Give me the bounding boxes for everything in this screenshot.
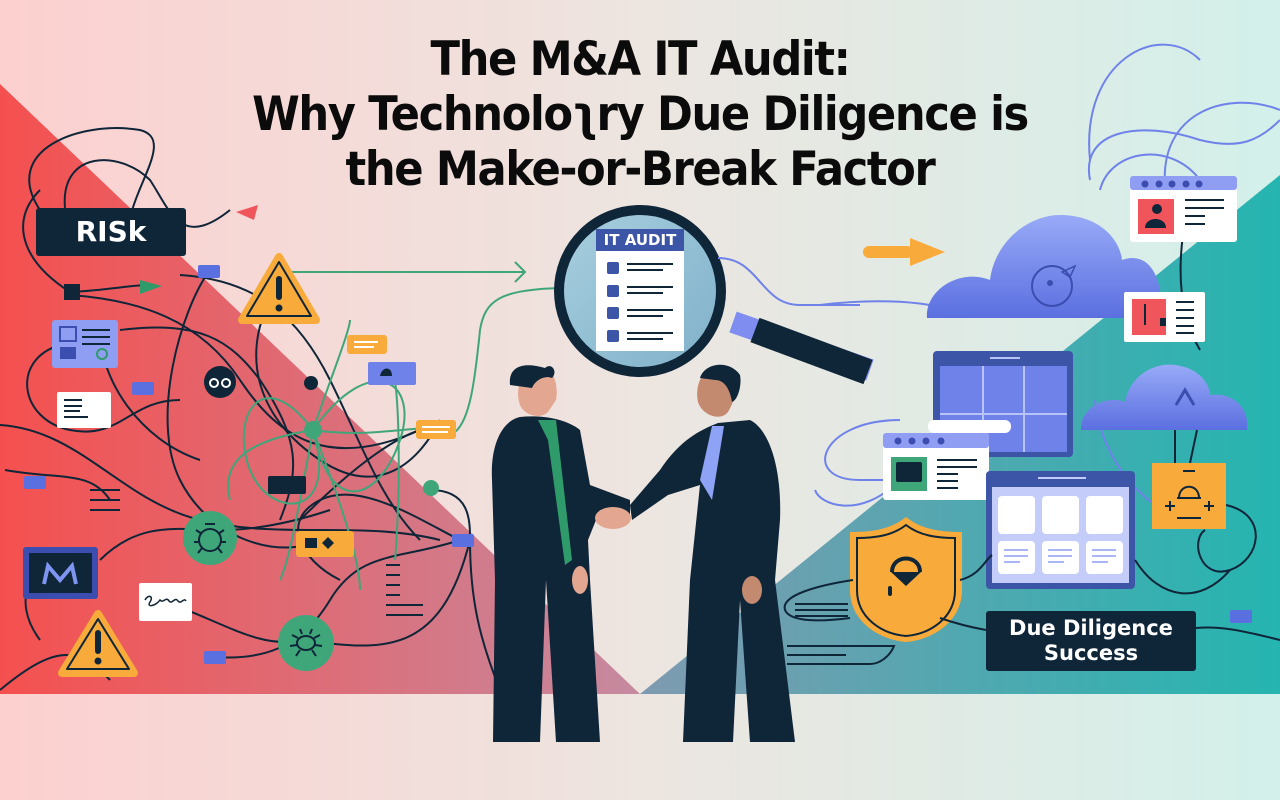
title-line-1: The M&A IT Audit: — [430, 32, 850, 87]
robot-face-icon — [204, 366, 236, 398]
title-line-3: the Make-or-Break Factor — [345, 142, 936, 197]
cloud-icon — [1080, 364, 1248, 430]
it-audit-label: IT AUDIT — [603, 231, 677, 249]
dashboard-tiles-icon — [986, 471, 1135, 589]
arrow-right-icon — [863, 238, 945, 266]
page-title: The M&A IT Audit: Why Technoloʅry Due Di… — [51, 32, 1229, 197]
monitor-icon — [23, 547, 98, 599]
tag-icon — [296, 531, 354, 557]
arrow-head-icon — [236, 205, 258, 220]
security-shield-icon — [850, 517, 962, 642]
due-diligence-success-label: Due Diligence Success — [986, 611, 1196, 671]
signature-card-icon — [139, 583, 192, 621]
title-line-2: Why Technoloʅry Due Diligence is — [252, 87, 1029, 142]
document-card-icon — [1124, 292, 1205, 342]
profile-card-icon — [52, 320, 118, 368]
warning-triangle-icon — [238, 253, 320, 324]
handshake-figures — [491, 364, 795, 742]
due-diligence-line-1: Due Diligence — [1009, 616, 1173, 640]
message-chip-icon — [347, 335, 456, 439]
bug-icon — [278, 615, 334, 671]
arrow-head-icon — [140, 280, 162, 294]
bug-icon — [183, 511, 237, 565]
document-card-icon — [57, 392, 111, 428]
browser-window-icon — [883, 433, 989, 500]
risk-label: RISk — [36, 208, 186, 256]
magnifying-glass-icon — [554, 205, 874, 385]
cloud-icon — [926, 215, 1161, 318]
warning-triangle-icon — [58, 610, 138, 677]
network-box-icon — [1152, 429, 1257, 573]
due-diligence-line-2: Success — [1043, 641, 1139, 665]
browser-window-icon — [1130, 176, 1237, 242]
